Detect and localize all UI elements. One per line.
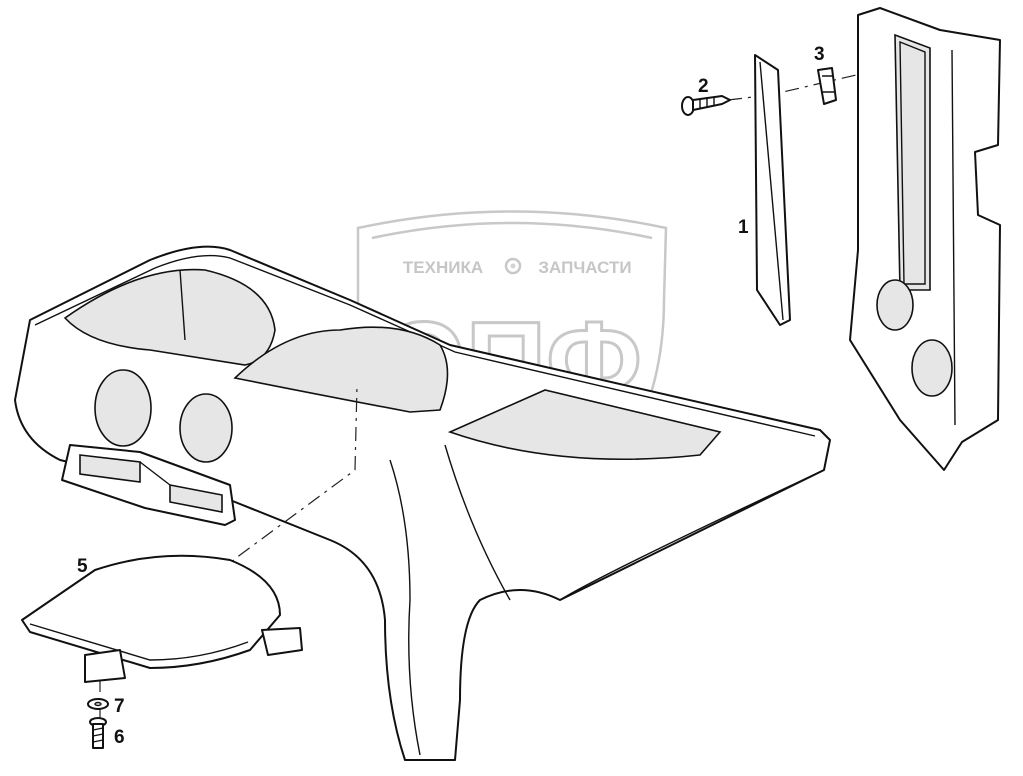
part-7-washer [87,698,109,710]
dashboard-panel [14,245,831,761]
callout-6: 6 [114,727,125,748]
part-1-panel-sheet [754,54,791,326]
gear-icon [504,257,522,275]
callout-2: 2 [698,76,709,97]
callout-3: 3 [814,44,825,65]
callout-5: 5 [77,556,88,577]
part-2-screw [681,95,731,116]
part-6-screw [89,717,107,749]
part-3-clip [817,67,837,105]
assembly-line-5 [169,384,358,611]
watermark-text-left: ТЕХНИКА [403,258,483,277]
callout-1: 1 [738,217,749,238]
part-5-cover-plate [21,554,303,683]
callout-7: 7 [114,696,125,717]
watermark-text-right: ЗАПЧАСТИ [538,258,631,277]
cab-pillar [849,7,1001,471]
